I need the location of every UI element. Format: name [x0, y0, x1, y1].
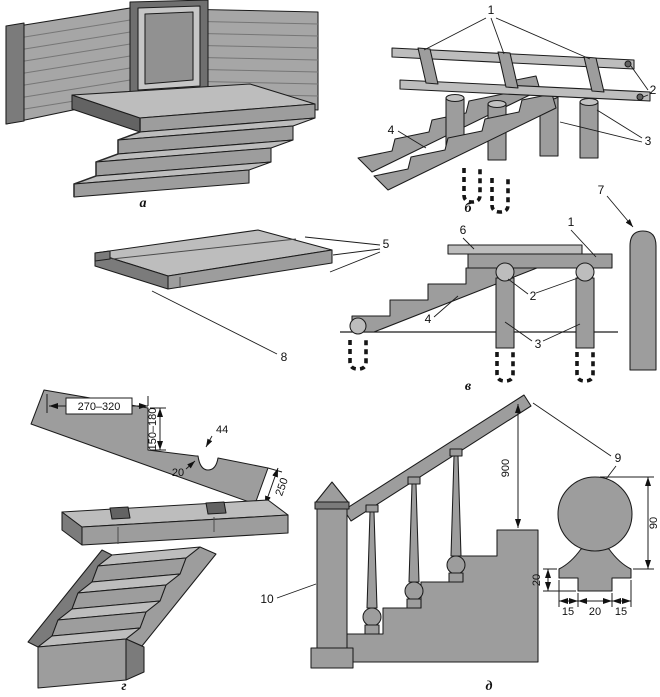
header-beam-front	[81, 514, 289, 546]
panel-g-label: г	[121, 679, 126, 694]
stair-assembly-drawing: г	[27, 499, 289, 694]
tread-dim-box	[65, 397, 133, 415]
railing-height-dim: 900	[500, 459, 512, 477]
callout-4: 4	[388, 123, 395, 137]
panel-d-balustrade-drawing: 900 10 9 д	[260, 394, 622, 694]
frame-crossbar-2	[497, 51, 519, 89]
door-opening	[144, 11, 194, 85]
stringer-board	[30, 389, 269, 505]
board-width-dim: 250	[273, 476, 291, 497]
callout-3: 3	[535, 337, 542, 351]
base-mid-dim: 20	[589, 606, 601, 618]
handrail	[343, 394, 532, 522]
callout-7: 7	[598, 183, 605, 197]
steps-left-edge	[73, 118, 141, 197]
newel-post-base	[310, 647, 354, 669]
post-tenon-left	[495, 262, 515, 282]
newel-post-cap	[315, 481, 349, 503]
ground-anchor-staple	[348, 340, 368, 371]
base-left-dim: 15	[562, 606, 574, 618]
newel-post-collar	[314, 501, 350, 510]
panel-b-leaders	[397, 17, 649, 149]
board-end-face	[94, 252, 169, 290]
wall-corner-board	[5, 22, 25, 125]
extension-line	[267, 467, 283, 473]
panel-v-elevation-drawing: 5 6 1 7 2 3 4 8 в	[151, 183, 657, 394]
frame-back-rail	[391, 47, 635, 70]
knob-base-height-dim: 20	[531, 574, 543, 586]
tread-board-detail	[94, 229, 333, 290]
baluster	[362, 504, 382, 635]
callout-5: 5	[383, 237, 390, 251]
board-end-notch	[94, 250, 111, 262]
base-log	[349, 317, 367, 335]
callout-1: 1	[568, 215, 575, 229]
panel-d-label: д	[486, 679, 493, 694]
stringer-dimension-detail: 270–320 150–180 44 20 250	[30, 389, 291, 509]
panel-v-label: в	[465, 379, 472, 394]
callout-2: 2	[530, 289, 537, 303]
callout-9: 9	[615, 451, 622, 465]
riser-height-dim: 150–180	[147, 408, 159, 451]
newel-post-body	[316, 508, 348, 649]
ground-anchor-staple	[575, 352, 595, 383]
landing-board	[447, 244, 583, 255]
bottom-block-front	[37, 638, 127, 689]
groove-depth-dim: 20	[172, 467, 184, 479]
callout-1: 1	[488, 3, 495, 17]
panel-a-porch-drawing: а	[5, 0, 319, 211]
rounded-top-post-detail	[629, 230, 657, 371]
callout-3: 3	[645, 134, 652, 148]
beam-notch-1	[109, 506, 131, 520]
bolt-1	[624, 60, 632, 68]
ground-anchor-staple	[490, 178, 510, 214]
post-left	[495, 277, 515, 349]
panel-v-leaders	[151, 195, 634, 355]
panel-b-label: б	[465, 201, 473, 216]
knob-ball	[557, 476, 633, 552]
callout-8: 8	[281, 350, 288, 364]
nosing-dim: 44	[216, 424, 228, 436]
knob-height-dim: 90	[648, 517, 660, 529]
beam-notch-2	[205, 501, 227, 515]
front-stringer	[373, 93, 557, 191]
frame-crossbar-3	[583, 56, 605, 93]
board-width-dim-line	[264, 467, 279, 506]
callout-4: 4	[425, 312, 432, 326]
bolt-2	[636, 93, 644, 101]
nosing-pointer	[205, 435, 213, 448]
callout-10: 10	[260, 592, 274, 606]
baluster	[404, 476, 424, 609]
panel-b-frame-drawing: 1 2 3 4 б	[357, 3, 657, 216]
ground-anchor-staple	[495, 352, 515, 383]
bottom-block-side	[125, 638, 145, 681]
post-tenon-right	[575, 262, 595, 282]
baluster	[446, 448, 466, 583]
handrail-knob-detail: 90 20 15 20 15	[531, 476, 660, 618]
knob-base-profile	[558, 548, 632, 592]
tread-depth-dim: 270–320	[78, 401, 121, 413]
knob-leader-1	[532, 402, 612, 457]
post-right	[575, 277, 595, 349]
base-right-dim: 15	[615, 606, 627, 618]
ground-anchor-staple	[462, 168, 482, 204]
callout-6: 6	[460, 223, 467, 237]
frame-front-rail	[399, 79, 651, 102]
panel-a-label: а	[140, 196, 147, 211]
callout-2: 2	[650, 83, 657, 97]
newel-leader	[276, 583, 317, 599]
board-seam	[111, 238, 297, 260]
groove-pointer	[185, 460, 196, 470]
